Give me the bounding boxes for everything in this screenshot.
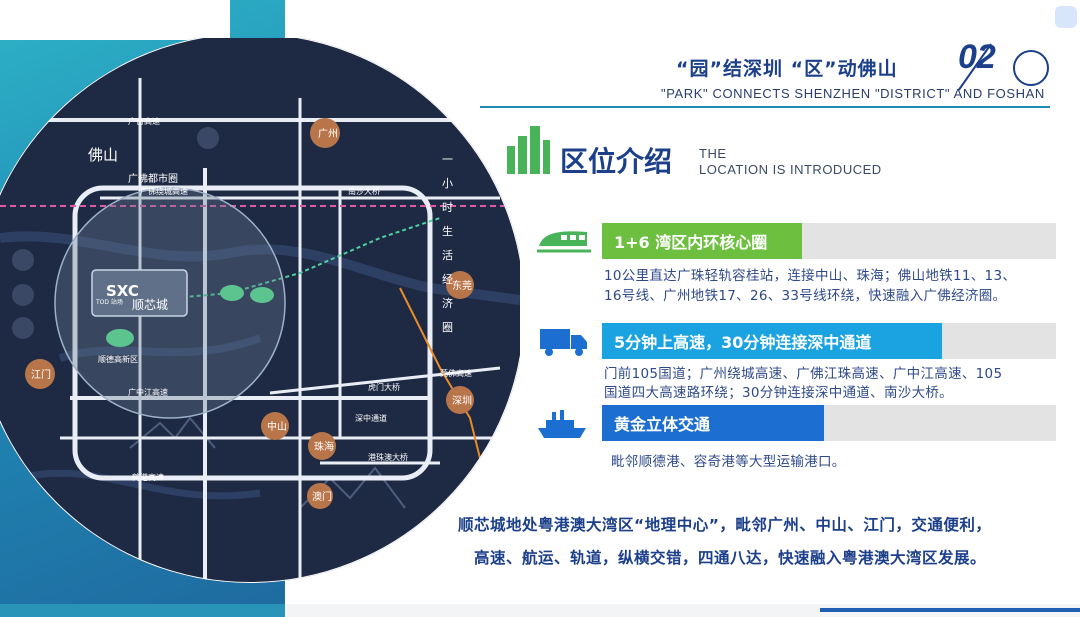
map-shunde-new: 顺德高新区 <box>98 354 138 364</box>
feature-bar-1-fill <box>602 223 802 259</box>
header-divider-line <box>480 106 1050 108</box>
map-road-guangtai: 广台高速 <box>128 116 160 126</box>
corner-widget-icon[interactable] <box>1055 6 1077 28</box>
feature-bar-2: 5分钟上高速，30分钟连接深中通道 <box>602 323 1056 359</box>
map-road-guanhuan: 莞佛高速 <box>440 368 472 378</box>
building-chart-icon <box>505 124 551 174</box>
location-map: 佛山 广佛都市圈 广台高速 广佛绕城高速 南沙大桥 广中江高速 鹤港高速 港珠澳… <box>0 38 520 598</box>
map-city-jiangmen: 江门 <box>31 368 51 381</box>
one-hour-circle-label: 一小时生活经济圈 <box>442 153 453 334</box>
map-road-shenzhong: 深中通道 <box>355 413 387 423</box>
feature-bar-3-fill <box>602 405 824 441</box>
map-city-guangzhou: 广州 <box>318 128 338 140</box>
left-top-blank <box>0 0 230 40</box>
feature-1-desc-line2: 16号线、广州地铁17、26、33号线环绕，快速融入广佛经济圈。 <box>604 288 1007 304</box>
section-title-en-line1: THE <box>699 146 727 161</box>
summary-line2: 高速、航运、轨道，纵横交错，四通八达，快速融入粤港澳大湾区发展。 <box>474 549 987 567</box>
feature-3-label: 黄金立体交通 <box>614 415 711 434</box>
ship-icon <box>536 408 586 442</box>
map-project-brand: SXC <box>106 282 139 300</box>
feature-2-desc-line2: 国道四大高速路环绕；30分钟连接深中通道、南沙大桥。 <box>604 385 953 401</box>
map-label-circle: 广佛都市圈 <box>128 172 178 185</box>
section-title: 区位介绍 <box>560 145 673 178</box>
map-svg: 佛山 广佛都市圈 广台高速 广佛绕城高速 南沙大桥 广中江高速 鹤港高速 港珠澳… <box>0 38 520 583</box>
feature-bar-2-fill <box>602 323 942 359</box>
feature-1-label: 1+6 湾区内环核心圈 <box>614 233 768 252</box>
section-title-en-line2: LOCATION IS INTRODUCED <box>699 162 882 177</box>
feature-3-desc-line1: 毗邻顺德港、容奇港等大型运输港口。 <box>611 454 846 470</box>
feature-2-label: 5分钟上高速，30分钟连接深中通道 <box>614 333 872 352</box>
map-city-macau: 澳门 <box>312 490 332 503</box>
truck-icon <box>538 325 588 359</box>
feature-1-desc-line1: 10公里直达广珠轻轨容桂站，连接中山、珠海；佛山地铁11、13、 <box>604 268 1017 284</box>
feature-bar-1: 1+6 湾区内环核心圈 <box>602 223 1056 259</box>
map-label-foshan: 佛山 <box>88 146 118 164</box>
feature-bar-3: 黄金立体交通 <box>602 405 1056 441</box>
map-city-dongguan: 东莞 <box>452 279 472 292</box>
train-icon <box>537 224 591 258</box>
section-badge-circle-icon <box>1013 50 1049 86</box>
bottom-accent-line <box>820 608 1080 612</box>
map-city-zhongshan: 中山 <box>267 420 287 433</box>
map-road-gangzhuao: 港珠澳大桥 <box>368 452 408 462</box>
summary-line1: 顺芯城地处粤港澳大湾区“地理中心”，毗邻广州、中山、江门，交通便利， <box>458 516 992 534</box>
bottom-teal-bar <box>0 604 285 617</box>
map-road-guangfo-ring: 广佛绕城高速 <box>140 186 188 196</box>
map-city-zhuhai: 珠海 <box>314 440 334 453</box>
map-city-shenzhen: 深圳 <box>452 395 472 407</box>
map-project-name: 顺芯城 <box>132 298 168 312</box>
page-title: “园”结深圳 “区”动佛山 <box>676 58 898 80</box>
map-road-humen: 虎门大桥 <box>368 382 400 392</box>
map-road-guangzhong: 广中江高速 <box>128 387 168 397</box>
map-road-nansha: 南沙大桥 <box>348 186 380 196</box>
map-road-hegang: 鹤港高速 <box>132 472 164 482</box>
feature-2-desc-line1: 门前105国道；广州绕城高速、广佛江珠高速、广中江高速、105 <box>604 366 1003 382</box>
map-tod: TOD 站场 <box>95 298 123 306</box>
page-subtitle-en: "PARK" CONNECTS SHENZHEN "DISTRICT" AND … <box>661 86 1045 101</box>
